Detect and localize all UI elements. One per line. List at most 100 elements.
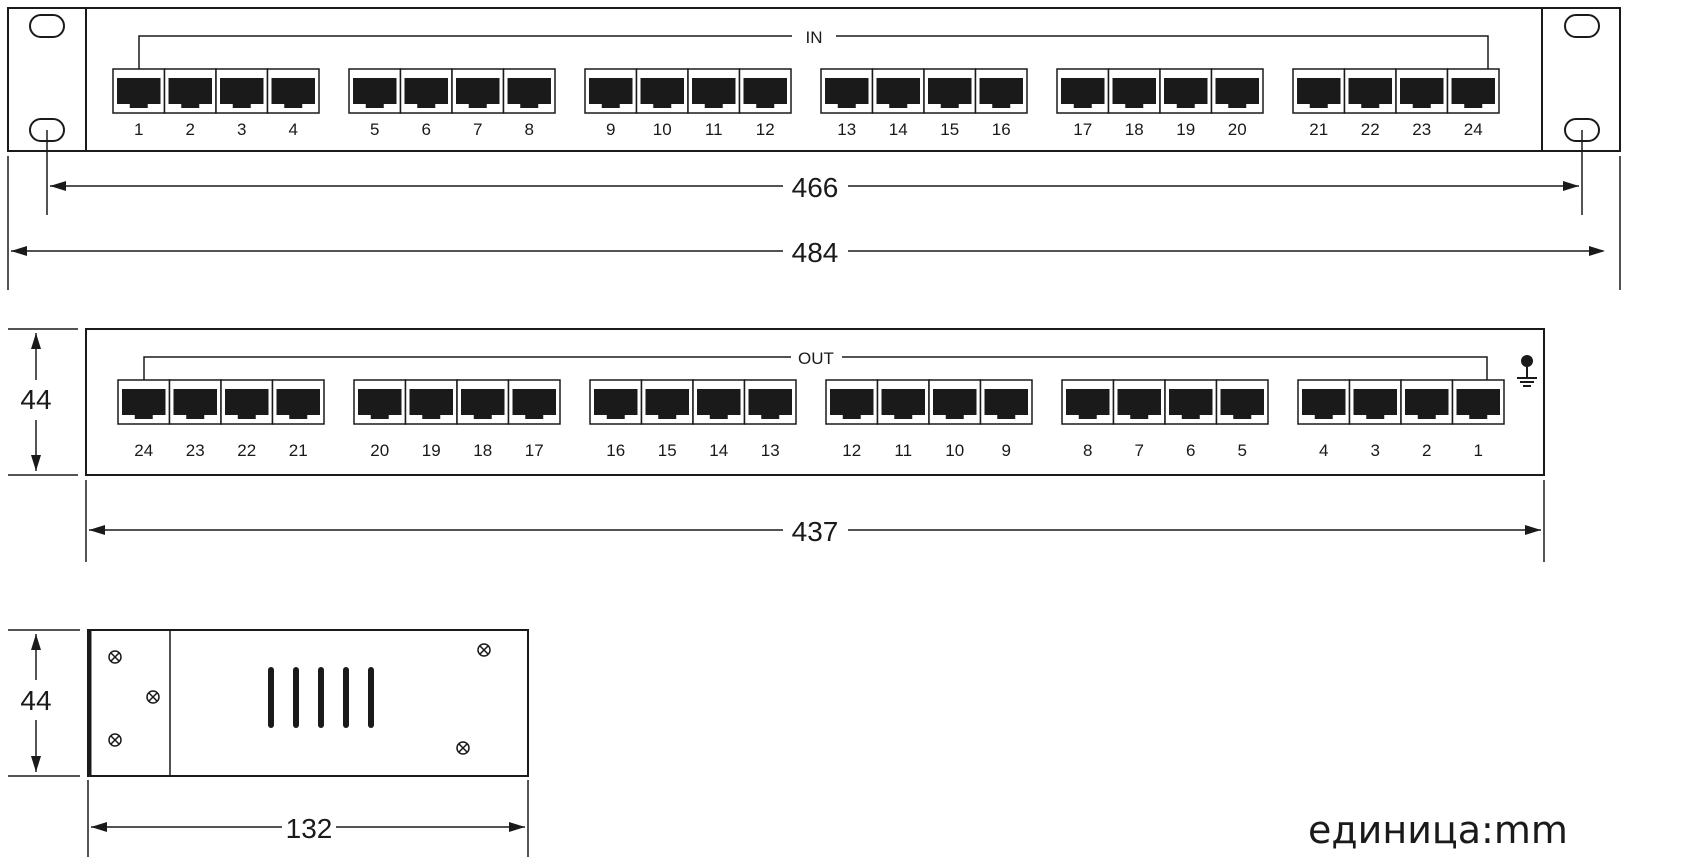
- port-number-label: 3: [237, 120, 246, 139]
- port-socket: [507, 78, 551, 104]
- port-latch-tab: [1361, 101, 1380, 108]
- rj45-port: 18: [456, 379, 510, 460]
- rj45-port: 1: [112, 68, 166, 139]
- rj45-port: 16: [589, 379, 643, 460]
- port-number-label: 7: [473, 120, 482, 139]
- port-number-label: 10: [653, 120, 672, 139]
- port-latch-tab: [370, 412, 389, 419]
- port-number-label: 4: [289, 120, 298, 139]
- port-latch-tab: [520, 101, 539, 108]
- dim-height-rear: 44: [20, 384, 51, 415]
- rj45-port: 4: [266, 68, 320, 139]
- port-latch-tab: [365, 101, 384, 108]
- rj45-port: 15: [640, 379, 694, 460]
- port-latch-tab: [842, 412, 861, 419]
- rj45-port: 21: [1292, 68, 1346, 139]
- rear-panel-outline: [85, 328, 1545, 476]
- port-socket: [276, 389, 320, 415]
- screw-icon: [146, 690, 160, 704]
- port-latch-tab: [1130, 412, 1149, 419]
- port-socket: [1353, 389, 1397, 415]
- port-socket: [225, 389, 269, 415]
- port-latch-tab: [1469, 412, 1488, 419]
- rj45-port: 19: [1159, 68, 1213, 139]
- port-number-label: 8: [1083, 441, 1092, 460]
- port-socket: [1297, 78, 1341, 104]
- unit-label: единица:mm: [1308, 808, 1568, 852]
- in-label: IN: [806, 28, 823, 47]
- dim-body-width: 437: [792, 516, 839, 547]
- port-socket: [512, 389, 556, 415]
- port-latch-tab: [134, 412, 153, 419]
- screw-icon: [108, 650, 122, 664]
- port-socket: [117, 78, 161, 104]
- port-latch-tab: [1176, 101, 1195, 108]
- port-latch-tab: [704, 101, 723, 108]
- port-latch-tab: [468, 101, 487, 108]
- port-latch-tab: [289, 412, 308, 419]
- port-number-label: 19: [1176, 120, 1195, 139]
- port-socket: [1451, 78, 1495, 104]
- port-latch-tab: [1181, 412, 1200, 419]
- port-socket: [353, 78, 397, 104]
- port-socket: [830, 389, 874, 415]
- port-latch-tab: [889, 101, 908, 108]
- port-socket: [1215, 78, 1259, 104]
- rj45-port: 18: [1107, 68, 1161, 139]
- port-number-label: 19: [422, 441, 441, 460]
- arrow-head: [509, 822, 525, 832]
- arrow-head: [31, 756, 41, 772]
- port-number-label: 17: [525, 441, 544, 460]
- rj45-port: 7: [451, 68, 505, 139]
- screw-icon: [477, 643, 491, 657]
- port-socket: [122, 389, 166, 415]
- port-socket: [404, 78, 448, 104]
- dim-mount-hole-spacing: 466: [792, 172, 839, 203]
- port-socket: [1112, 78, 1156, 104]
- port-number-label: 6: [422, 120, 431, 139]
- port-socket: [1117, 389, 1161, 415]
- rack-ear-right: [1541, 7, 1621, 152]
- out-bracket-line: [842, 356, 1488, 383]
- screw-icon: [456, 741, 470, 755]
- port-latch-tab: [1228, 101, 1247, 108]
- side-view: [87, 629, 529, 777]
- port-number-label: 22: [237, 441, 256, 460]
- port-number-label: 1: [1474, 441, 1483, 460]
- arrow-head: [1563, 181, 1579, 191]
- dim-height-side: 44: [20, 685, 51, 716]
- mount-hole-icon: [1564, 14, 1600, 38]
- port-latch-tab: [1233, 412, 1252, 419]
- port-number-label: 10: [945, 441, 964, 460]
- port-number-label: 5: [370, 120, 379, 139]
- port-number-label: 16: [992, 120, 1011, 139]
- port-number-label: 3: [1371, 441, 1380, 460]
- port-socket: [173, 389, 217, 415]
- port-socket: [1061, 78, 1105, 104]
- rack-ear-left: [7, 7, 87, 152]
- port-number-label: 11: [894, 441, 912, 460]
- port-latch-tab: [653, 101, 672, 108]
- arrow-head: [91, 822, 107, 832]
- port-number-label: 20: [370, 441, 389, 460]
- out-bracket-line: [143, 356, 791, 383]
- rj45-port: 22: [220, 379, 274, 460]
- port-socket: [220, 78, 264, 104]
- port-number-label: 23: [186, 441, 205, 460]
- port-latch-tab: [940, 101, 959, 108]
- port-number-label: 1: [134, 120, 143, 139]
- arrow-head: [1525, 525, 1541, 535]
- port-number-label: 15: [658, 441, 677, 460]
- rj45-port: 12: [825, 379, 879, 460]
- arrow-head: [50, 181, 66, 191]
- port-number-label: 5: [1238, 441, 1247, 460]
- dim-overall-width: 484: [792, 237, 839, 268]
- port-socket: [409, 389, 453, 415]
- front-dimensions: 466 484: [7, 130, 1621, 290]
- port-latch-tab: [1078, 412, 1097, 419]
- port-socket: [271, 78, 315, 104]
- port-latch-tab: [1417, 412, 1436, 419]
- mount-hole-icon: [29, 14, 65, 38]
- port-socket: [358, 389, 402, 415]
- port-latch-tab: [992, 101, 1011, 108]
